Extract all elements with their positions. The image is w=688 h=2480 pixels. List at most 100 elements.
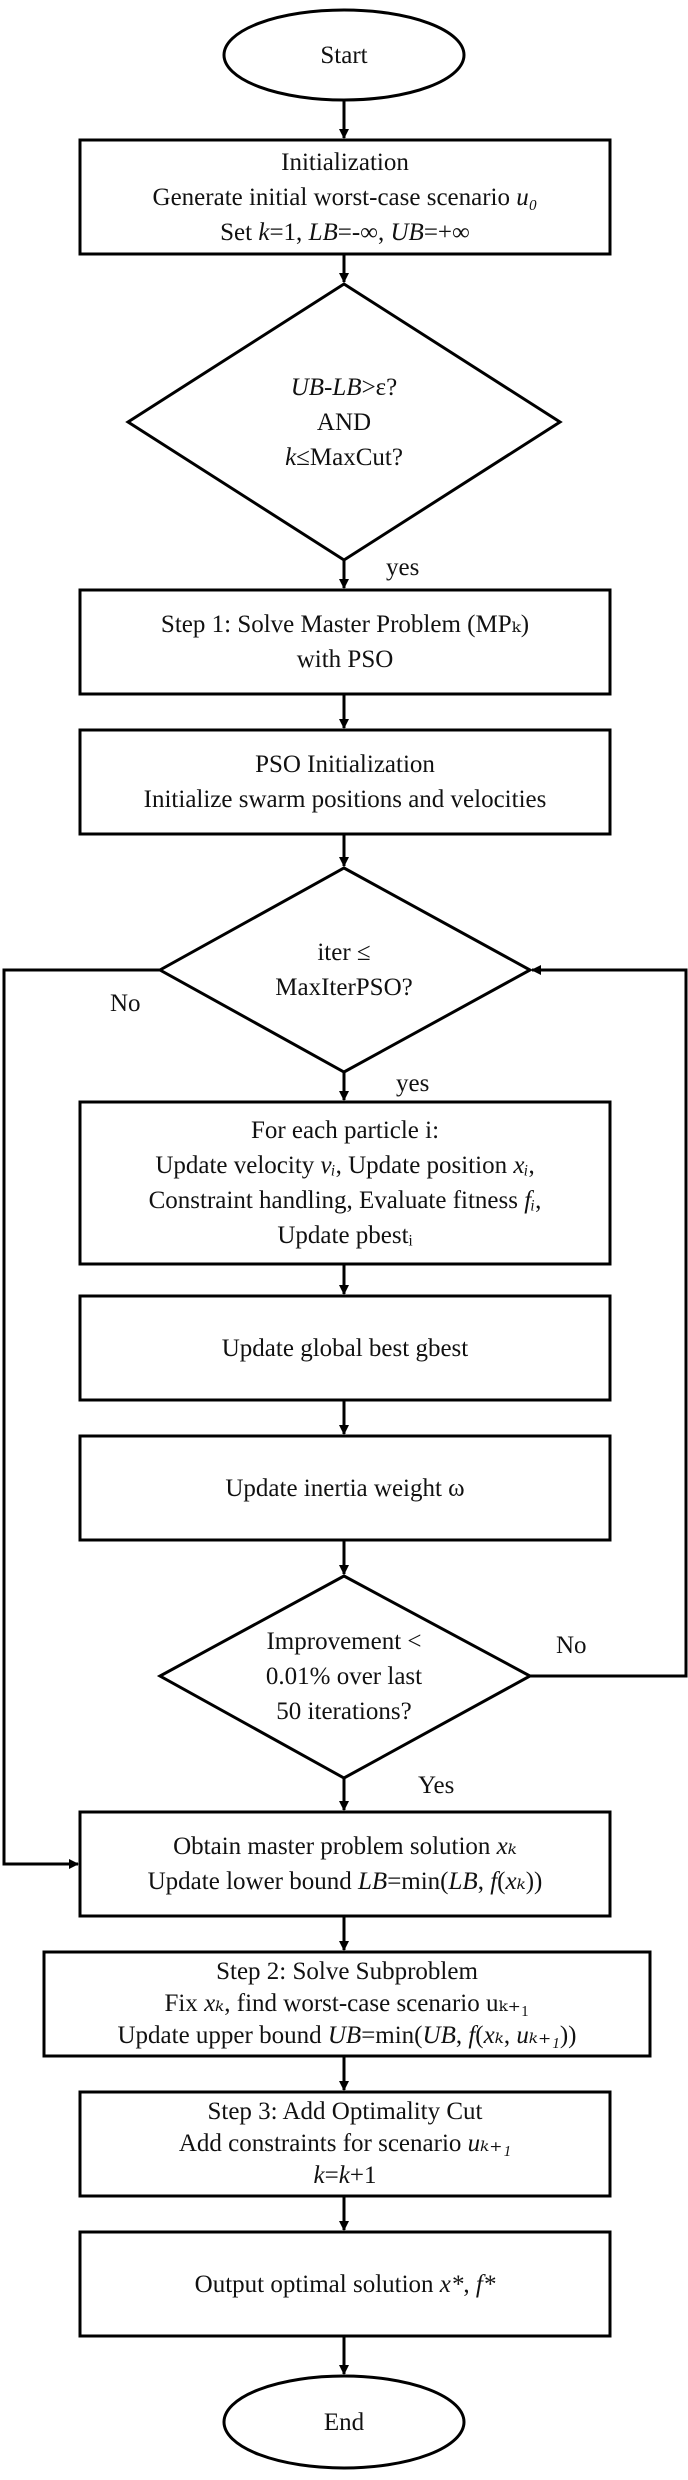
master-line-1: Obtain master problem solution xₖ [173, 1829, 517, 1864]
step2-text: Fix [164, 1990, 205, 2017]
init-text: =+∞ [423, 218, 470, 246]
step2-text: , find worst-case scenario uₖ₊₁ [224, 1990, 530, 2017]
master-text: )) [525, 1868, 543, 1895]
cond1-line-3: k≤MaxCut? [285, 440, 403, 475]
init-text: =-∞, [337, 218, 391, 246]
cond1-text: >ε? [361, 373, 398, 401]
master-var-x: xₖ [496, 1833, 517, 1860]
step1-box-shape [78, 588, 612, 696]
arrow-cond3-no-to-cond2 [530, 965, 688, 1678]
gbest-box-shape [78, 1294, 612, 1402]
initialization-box: Initialization Generate initial worst-ca… [80, 140, 610, 254]
step2-var-x: xₖ [204, 1990, 225, 2017]
particle-line-2: Update velocity vᵢ, Update position xᵢ, [155, 1148, 534, 1183]
output-box-shape [78, 2230, 612, 2338]
particle-update-box: For each particle i: Update velocity vᵢ,… [80, 1102, 610, 1264]
cond1-var-k: k [285, 443, 297, 471]
end-terminal: End [224, 2376, 464, 2468]
cond2-line-1: iter ≤ [317, 939, 371, 966]
master-text: Update lower bound [147, 1868, 358, 1895]
init-var-k: k [258, 218, 270, 246]
particle-text: Constraint handling, Evaluate fitness [148, 1187, 525, 1214]
step2-var-u: uₖ₊₁ [516, 2022, 560, 2049]
particle-text: , Update position [335, 1152, 514, 1179]
step2-text: )) [559, 2022, 577, 2049]
cond1-var-ub: UB [290, 373, 325, 401]
cond3-line-3: 50 iterations? [276, 1697, 412, 1725]
cond1-text: - [324, 373, 333, 401]
psoinit-line-1: PSO Initialization [255, 751, 435, 778]
start-terminal: Start [224, 10, 464, 100]
init-line-3: Set k=1, LB=-∞, UB=+∞ [220, 215, 470, 250]
init-text: =1, [269, 218, 309, 246]
step2-text: Update upper bound [117, 2022, 328, 2049]
particle-update-box-shape [78, 1100, 612, 1266]
step2-var-f: f [468, 2022, 476, 2049]
yes-label-2: yes [396, 1070, 430, 1097]
step2-box-shape [42, 1950, 652, 2058]
master-var-x: xₖ [505, 1868, 526, 1895]
end-label: End [323, 2408, 365, 2436]
init-title: Initialization [281, 148, 409, 176]
no-label-2: No [556, 1632, 587, 1659]
master-text: , [477, 1868, 491, 1895]
step3-var-k: k [313, 2162, 325, 2189]
master-var-lb: LB [448, 1868, 478, 1895]
step3-text: +1 [349, 2162, 377, 2189]
master-text: Obtain master problem solution [173, 1833, 497, 1860]
arrow-cond2-no-to-master [2, 968, 160, 1869]
pso-init-box: PSO Initialization Initialize swarm posi… [80, 730, 610, 834]
step2-line-2: Fix xₖ, find worst-case scenario uₖ₊₁ [164, 1988, 529, 2020]
gbest-label: Update global best gbest [221, 1334, 469, 1362]
init-var-lb: LB [308, 218, 338, 246]
step1-box: Step 1: Solve Master Problem (MPₖ) with … [80, 590, 610, 694]
step2-text: =min( [361, 2022, 423, 2049]
inertia-box: Update inertia weight ω [80, 1436, 610, 1540]
step3-line-1: Step 3: Add Optimality Cut [207, 2098, 483, 2125]
psoinit-line-2: Initialize swarm positions and velocitie… [143, 786, 547, 813]
step2-var-x: xₖ [483, 2022, 504, 2049]
step1-line-2: with PSO [296, 646, 394, 673]
master-solution-box: Obtain master problem solution xₖ Update… [80, 1812, 610, 1916]
particle-line-3: Constraint handling, Evaluate fitness fᵢ… [149, 1183, 542, 1218]
cond1-text: ≤MaxCut? [296, 443, 403, 471]
cond2-line-2: MaxIterPSO? [275, 974, 413, 1001]
step3-box-shape [78, 2090, 612, 2198]
master-var-lb: LB [358, 1868, 388, 1895]
master-line-2: Update lower bound LB=min(LB, f(xₖ)) [148, 1864, 543, 1899]
cond3-line-1: Improvement < [266, 1627, 422, 1655]
cond1-line-1: UB-LB>ε? [291, 370, 398, 405]
particle-line-1: For each particle i: [250, 1117, 440, 1144]
particle-var-v: vᵢ [320, 1152, 336, 1179]
cond3-line-2: 0.01% over last [265, 1662, 423, 1690]
output-var-f: f* [475, 2270, 496, 2298]
master-solution-box-shape [78, 1810, 612, 1918]
step2-text: , [503, 2022, 517, 2049]
end-terminal-shape [222, 2374, 466, 2470]
step3-var-k: k [338, 2162, 350, 2189]
iteration-decision: iter ≤ MaxIterPSO? [230, 930, 458, 1010]
particle-var-f: fᵢ [524, 1187, 536, 1214]
step1-line-1: Step 1: Solve Master Problem (MPₖ) [160, 611, 530, 638]
init-text: Set [220, 218, 259, 246]
particle-text: , [535, 1187, 542, 1214]
particle-text: Update velocity [155, 1152, 321, 1179]
inertia-label: Update inertia weight ω [225, 1474, 465, 1502]
cond1-line-2: AND [316, 408, 372, 436]
particle-text: , [528, 1152, 535, 1179]
particle-line-4: Update pbestᵢ [277, 1222, 413, 1249]
master-var-f: f [490, 1868, 498, 1895]
output-line-1: Output optimal solution x*, f* [195, 2267, 496, 2302]
step3-text: Add constraints for scenario [178, 2130, 468, 2157]
step2-var-ub: UB [327, 2022, 362, 2049]
cond1-var-lb: LB [332, 373, 362, 401]
pso-init-box-shape [78, 728, 612, 836]
step2-var-ub: UB [422, 2022, 456, 2049]
gbest-box: Update global best gbest [80, 1296, 610, 1400]
start-label: Start [320, 41, 368, 69]
particle-var-x: xᵢ [513, 1152, 529, 1179]
master-text: =min( [387, 1868, 449, 1895]
init-text: Generate initial worst-case scenario [152, 183, 517, 211]
